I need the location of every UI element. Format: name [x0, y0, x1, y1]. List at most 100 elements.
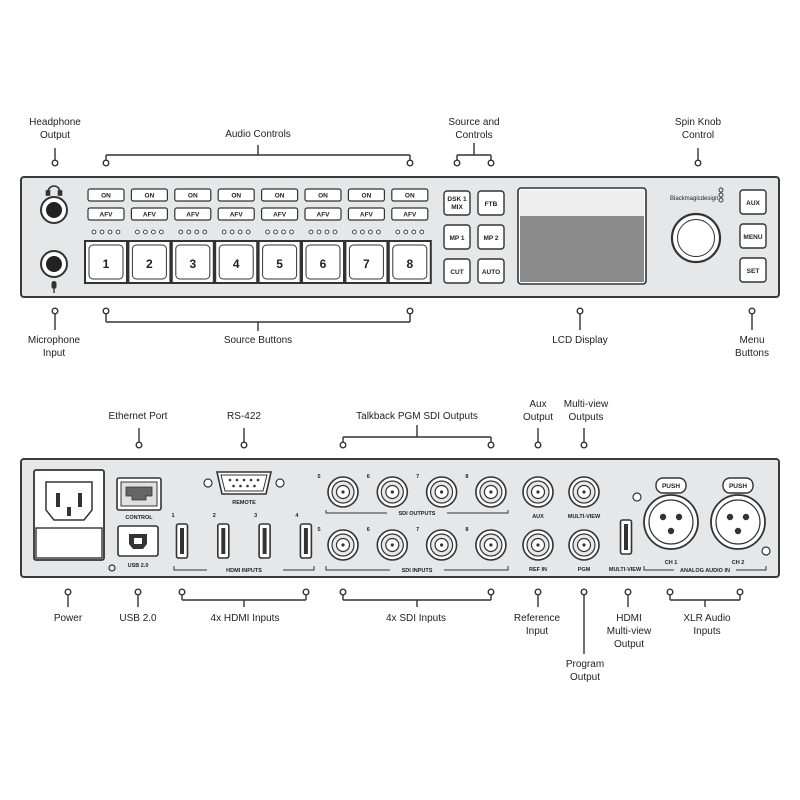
afv-button-4[interactable]: AFV	[217, 207, 255, 221]
source-button-4[interactable]: 4	[214, 240, 259, 284]
power-socket[interactable]	[33, 469, 105, 561]
hdmi-multiview-output-port[interactable]	[619, 519, 633, 555]
hdmi-inputs-label: HDMI INPUTS	[226, 568, 262, 574]
sdi-input-8[interactable]: 8	[465, 527, 507, 561]
on-label: ON	[275, 193, 285, 200]
microphone-jack[interactable]	[40, 250, 68, 278]
hdmi-input-4[interactable]: 4	[295, 513, 313, 559]
source-button-6[interactable]: 6	[301, 240, 345, 284]
ch2-label: CH 2	[732, 560, 745, 566]
sdi-input-7[interactable]: 7	[416, 527, 458, 561]
afv-button-7[interactable]: AFV	[347, 207, 385, 221]
callout-audio-controls: Audio Controls	[225, 129, 291, 140]
mp1-button[interactable]: MP 1	[443, 224, 471, 250]
sdi-inputs-label-bg	[390, 566, 444, 574]
on-button-7[interactable]: ON	[347, 188, 385, 202]
source-button-7[interactable]: 7	[344, 240, 389, 284]
pgm-output-connector[interactable]	[568, 529, 600, 561]
analog-audio-label: ANALOG AUDIO IN	[680, 568, 730, 574]
on-button-2[interactable]: ON	[130, 188, 168, 202]
sdi-output-5[interactable]: 5	[317, 474, 359, 508]
on-label: ON	[362, 193, 372, 200]
rs422-port[interactable]	[203, 471, 285, 495]
sdi-output-number: 7	[416, 474, 419, 480]
on-button-5[interactable]: ON	[261, 188, 299, 202]
headphone-jack[interactable]	[40, 196, 68, 224]
afv-button-8[interactable]: AFV	[391, 207, 429, 221]
hdmi-input-1[interactable]: 1	[171, 513, 189, 559]
afv-label: AFV	[317, 212, 331, 219]
callout-ethernet-port: Ethernet Port	[108, 411, 168, 422]
on-label: ON	[101, 193, 111, 200]
source-button-3[interactable]: 3	[170, 240, 215, 284]
callout-talkback-pgm-sdi-outputs: Talkback PGM SDI Outputs	[356, 411, 478, 422]
source-button-8[interactable]: 8	[387, 240, 432, 284]
usb-port[interactable]	[117, 525, 159, 557]
dsk-mix-label-line1: DSK 1	[447, 196, 467, 203]
audio-level-leds-3	[178, 229, 208, 235]
brand-logo: Blackmagicdesign	[670, 196, 718, 202]
on-button-1[interactable]: ON	[87, 188, 125, 202]
afv-button-1[interactable]: AFV	[87, 207, 125, 221]
callout-usb20: USB 2.0	[119, 613, 157, 624]
menu-button[interactable]: MENU	[739, 223, 767, 249]
afv-button-5[interactable]: AFV	[261, 207, 299, 221]
sdi-output-number: 5	[317, 474, 320, 480]
callout-power: Power	[53, 613, 83, 624]
sdi-input-5[interactable]: 5	[317, 527, 359, 561]
source-button-2[interactable]: 2	[127, 240, 172, 284]
source-number: 2	[146, 257, 153, 271]
sdi-input-6[interactable]: 6	[367, 527, 409, 561]
hdmi-multiview-label: MULTI-VIEW	[609, 567, 642, 573]
callout-reference-input: Reference Input	[513, 613, 561, 637]
audio-channel-4: ON AFV 4	[214, 188, 259, 284]
ftb-button[interactable]: FTB	[477, 190, 505, 216]
spin-knob[interactable]	[670, 212, 722, 264]
ref-in-label: REF IN	[529, 567, 547, 573]
multiview-sdi-output-connector[interactable]	[568, 476, 600, 508]
sdi-output-7[interactable]: 7	[416, 474, 458, 508]
source-number: 7	[363, 257, 370, 271]
sdi-input-number: 5	[317, 527, 320, 533]
xlr-input-ch1[interactable]	[643, 477, 699, 550]
mp2-button[interactable]: MP 2	[477, 224, 505, 250]
ethernet-port[interactable]	[116, 477, 162, 511]
callout-microphone-input: Microphone Input	[27, 335, 81, 359]
dsk-mix-button[interactable]: DSK 1 MIX	[443, 190, 471, 216]
ftb-label: FTB	[485, 201, 498, 208]
usb-label: USB 2.0	[128, 563, 149, 569]
source-number: 3	[189, 257, 196, 271]
sdi-input-number: 7	[416, 527, 419, 533]
sdi-output-6[interactable]: 6	[367, 474, 409, 508]
on-label: ON	[405, 193, 415, 200]
hdmi-input-number: 3	[254, 513, 257, 519]
source-button-1[interactable]: 1	[84, 240, 128, 284]
callout-4x-sdi-inputs: 4x SDI Inputs	[385, 613, 447, 624]
source-button-5[interactable]: 5	[257, 240, 302, 284]
source-number: 5	[276, 257, 283, 271]
mp1-label: MP 1	[449, 235, 464, 242]
lcd-display	[517, 187, 647, 285]
audio-level-leds-5	[265, 229, 294, 235]
sdi-output-8[interactable]: 8	[465, 474, 507, 508]
aux-output-connector[interactable]	[522, 476, 554, 508]
xlr-screw-left	[632, 492, 642, 502]
afv-button-3[interactable]: AFV	[174, 207, 212, 221]
ref-in-connector[interactable]	[522, 529, 554, 561]
auto-button[interactable]: AUTO	[477, 258, 505, 284]
on-label: ON	[188, 193, 198, 200]
hdmi-input-2[interactable]: 2	[213, 513, 230, 559]
cut-button[interactable]: CUT	[443, 258, 471, 284]
multiview-label: MULTI-VIEW	[568, 514, 601, 520]
afv-button-2[interactable]: AFV	[130, 207, 168, 221]
aux-button[interactable]: AUX	[739, 189, 767, 215]
on-button-4[interactable]: ON	[217, 188, 255, 202]
on-button-6[interactable]: ON	[304, 188, 342, 202]
set-button[interactable]: SET	[739, 257, 767, 283]
ch1-label: CH 1	[665, 560, 678, 566]
on-button-3[interactable]: ON	[174, 188, 212, 202]
hdmi-input-3[interactable]: 3	[254, 513, 271, 559]
xlr-input-ch2[interactable]	[710, 477, 766, 550]
on-button-8[interactable]: ON	[391, 188, 429, 202]
afv-button-6[interactable]: AFV	[304, 207, 342, 221]
